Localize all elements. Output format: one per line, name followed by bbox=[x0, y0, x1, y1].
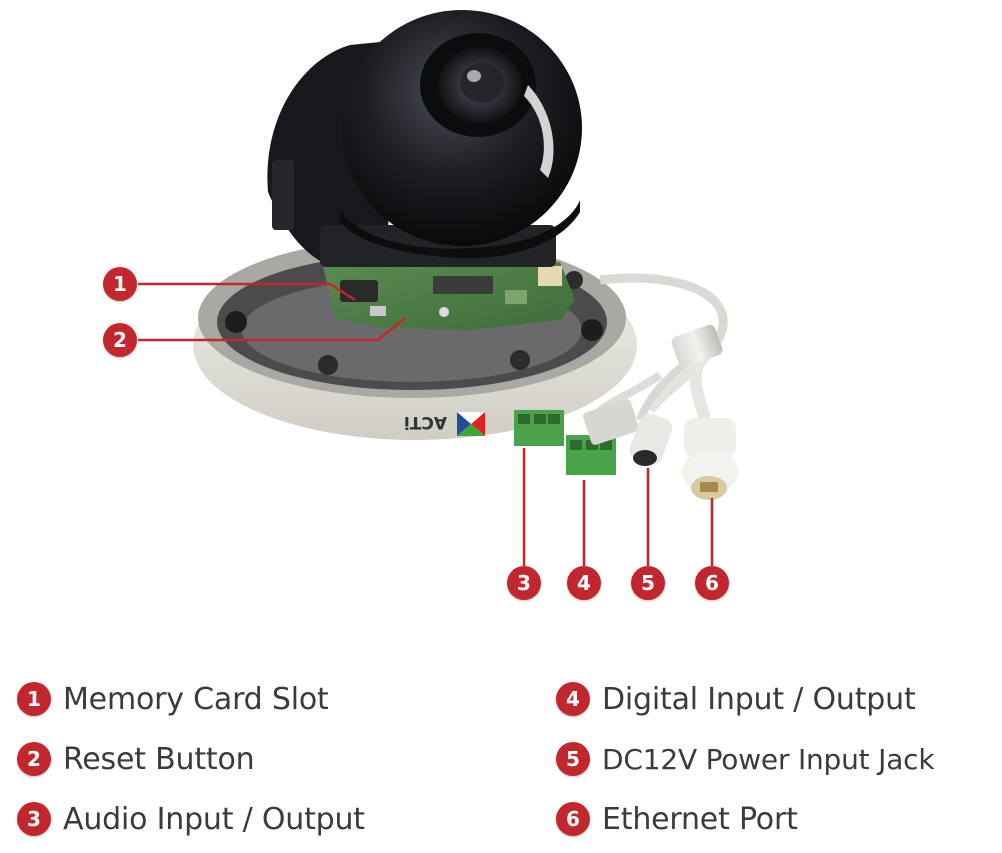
legend-item-power-jack: 5 DC12V Power Input Jack bbox=[556, 739, 935, 779]
legend-number-badge: 6 bbox=[556, 802, 590, 836]
legend-label: Ethernet Port bbox=[602, 801, 798, 837]
svg-text:ACTi: ACTi bbox=[404, 412, 447, 432]
circuit-board bbox=[322, 262, 575, 330]
legend-item-digital-io: 4 Digital Input / Output bbox=[556, 679, 916, 719]
legend-number-badge: 1 bbox=[17, 682, 51, 716]
leader-line-1 bbox=[138, 282, 356, 302]
digital-io-terminal-block bbox=[566, 399, 639, 475]
acti-logo: ACTi bbox=[404, 412, 485, 436]
callout-6-badge: 6 bbox=[695, 566, 729, 600]
legend-label: Reset Button bbox=[63, 741, 255, 777]
callout-3-badge: 3 bbox=[507, 566, 541, 600]
legend-item-memory-card-slot: 1 Memory Card Slot bbox=[17, 679, 329, 719]
legend-item-reset-button: 2 Reset Button bbox=[17, 739, 255, 779]
legend-number-badge: 3 bbox=[17, 802, 51, 836]
legend-number-badge: 2 bbox=[17, 742, 51, 776]
legend-number-badge: 5 bbox=[556, 742, 590, 776]
callout-1-badge: 1 bbox=[103, 267, 137, 301]
callout-4-badge: 4 bbox=[567, 566, 601, 600]
legend-label: DC12V Power Input Jack bbox=[602, 742, 935, 776]
legend-item-audio-io: 3 Audio Input / Output bbox=[17, 799, 365, 839]
leader-lines bbox=[138, 282, 714, 566]
power-jack bbox=[629, 413, 673, 466]
audio-terminal-block bbox=[514, 410, 564, 446]
callout-2-badge: 2 bbox=[103, 323, 137, 357]
legend-number-badge: 4 bbox=[556, 682, 590, 716]
ethernet-connector bbox=[682, 418, 738, 500]
legend-label: Digital Input / Output bbox=[602, 681, 916, 717]
callout-5-badge: 5 bbox=[631, 566, 665, 600]
camera-dome bbox=[267, 10, 582, 267]
leader-line-2 bbox=[138, 317, 406, 342]
legend-label: Audio Input / Output bbox=[63, 801, 365, 837]
legend-item-ethernet-port: 6 Ethernet Port bbox=[556, 799, 798, 839]
legend-label: Memory Card Slot bbox=[63, 681, 329, 717]
